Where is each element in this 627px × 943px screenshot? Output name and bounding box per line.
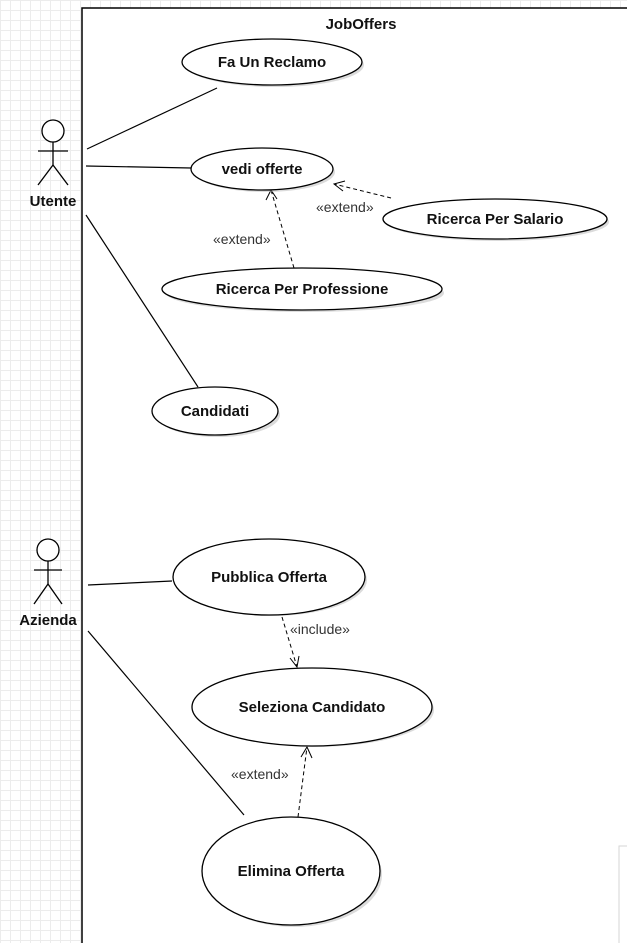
use-case-label: Seleziona Candidato	[239, 699, 386, 716]
use-cases: Fa Un Reclamo vedi offerte Ricerca Per S…	[151, 38, 609, 927]
use-case-ellipse	[190, 147, 334, 191]
use-case-ellipse	[382, 198, 608, 240]
use-case-fa-un-reclamo[interactable]: Fa Un Reclamo	[181, 38, 364, 87]
actor-utente[interactable]: Utente	[30, 119, 77, 210]
association-utente-vedi-offerte	[85, 165, 192, 169]
use-case-label: Elimina Offerta	[238, 863, 345, 880]
extend-elimina-to-seleziona: «extend»	[231, 745, 313, 818]
panel-fragment	[618, 845, 627, 943]
use-case-ricerca-per-professione[interactable]: Ricerca Per Professione	[161, 267, 444, 312]
use-case-ellipse	[181, 38, 363, 86]
use-case-ellipse	[172, 538, 366, 616]
use-case-ellipse	[191, 667, 433, 747]
extend-label-professione: «extend»	[213, 231, 271, 247]
system-title: JobOffers	[326, 16, 397, 33]
use-case-seleziona-candidato[interactable]: Seleziona Candidato	[191, 667, 434, 747]
use-case-ellipse	[201, 816, 381, 926]
use-case-label: Fa Un Reclamo	[218, 54, 326, 71]
actor-label: Utente	[30, 193, 77, 210]
association-azienda-elimina-offerta	[87, 630, 245, 816]
stick-figure-icon	[37, 119, 69, 186]
use-case-vedi-offerte[interactable]: vedi offerte	[190, 147, 335, 192]
use-case-label: vedi offerte	[222, 161, 303, 178]
extend-salario-to-vedi-offerte: «extend»	[316, 180, 392, 215]
use-case-candidati[interactable]: Candidati	[151, 386, 280, 437]
dependencies: «extend» «extend» «include» «extend»	[213, 180, 392, 818]
stick-figure-icon	[33, 538, 63, 605]
use-case-ellipse	[151, 386, 279, 436]
system-boundary: JobOffers	[81, 7, 627, 943]
extend-label-salario: «extend»	[316, 199, 374, 215]
use-case-label: Pubblica Offerta	[211, 569, 328, 586]
association-utente-fa-un-reclamo	[86, 87, 218, 150]
include-label: «include»	[290, 621, 350, 637]
use-case-ricerca-per-salario[interactable]: Ricerca Per Salario	[382, 198, 609, 241]
arrowhead	[300, 745, 313, 759]
associations	[85, 87, 245, 816]
use-case-pubblica-offerta[interactable]: Pubblica Offerta	[172, 538, 367, 616]
use-case-elimina-offerta[interactable]: Elimina Offerta	[201, 816, 382, 927]
actor-azienda[interactable]: Azienda	[19, 538, 77, 629]
actor-label: Azienda	[19, 612, 77, 629]
use-case-label: Ricerca Per Professione	[216, 281, 389, 298]
arrowhead	[332, 180, 346, 192]
extend-label-elimina: «extend»	[231, 766, 289, 782]
association-utente-candidati	[85, 214, 199, 388]
arrowhead	[289, 655, 300, 669]
use-case-label: Ricerca Per Salario	[427, 211, 564, 228]
use-case-label: Candidati	[181, 403, 249, 420]
include-pubblica-to-seleziona: «include»	[281, 616, 350, 669]
use-case-ellipse	[161, 267, 443, 311]
association-azienda-pubblica-offerta	[87, 580, 173, 586]
